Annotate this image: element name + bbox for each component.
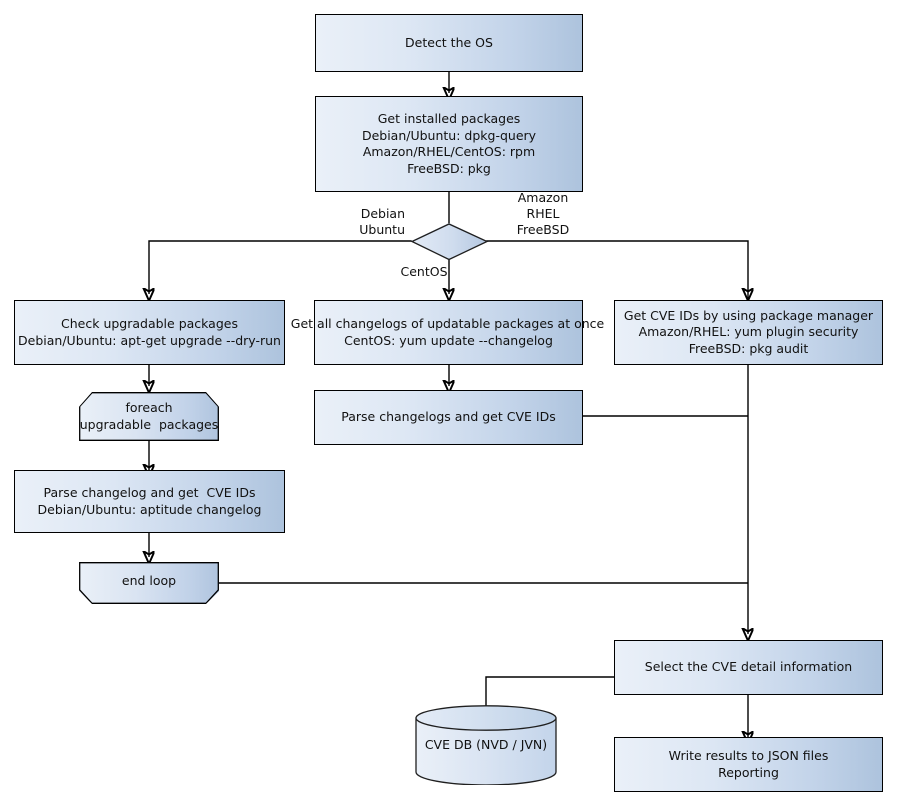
node-write-results-line2: Reporting [718,764,779,780]
node-get-all-changelogs-line2: CentOS: yum update --changelog [344,332,553,348]
node-get-cve-ids-pkgmgr-line1: Get CVE IDs by using package manager [623,307,874,323]
edge-db-to-select [485,676,614,706]
node-end-loop-label: end loop [121,573,177,589]
edge-label-amazon-rhel-freebsd: Amazon RHEL FreeBSD [516,190,570,237]
node-foreach-loop-start[interactable]: foreach upgradable packages [79,392,219,441]
node-foreach-loop-start-line1: foreach [125,400,173,415]
node-get-all-changelogs[interactable]: Get all changelogs of updatable packages… [291,300,604,365]
node-detect-os-label: Detect the OS [405,34,493,50]
node-parse-changelog-single[interactable]: Parse changelog and get CVE IDs Debian/U… [14,470,285,533]
node-end-loop[interactable]: end loop [79,562,219,604]
node-check-upgradable-line1: Check upgradable packages [61,316,238,331]
edge-label-debian-ubuntu: Debian Ubuntu [359,206,405,237]
node-cve-database[interactable]: CVE DB (NVD / JVN) [415,705,557,786]
node-get-installed-packages-line2: Debian/Ubuntu: dpkg-query [361,127,537,143]
node-write-results-line1: Write results to JSON files [668,748,829,763]
node-parse-changelog-single-line2: Debian/Ubuntu: aptitude changelog [37,501,262,517]
node-get-cve-ids-pkgmgr-line3: FreeBSD: pkg audit [688,340,809,356]
node-get-cve-ids-pkgmgr-line2: Amazon/RHEL: yum plugin security [638,324,859,340]
node-get-installed-packages[interactable]: Get installed packages Debian/Ubuntu: dp… [315,96,583,192]
node-parse-changelog-single-line1: Parse changelog and get CVE IDs [43,485,256,500]
node-select-cve-detail[interactable]: Select the CVE detail information [614,640,883,695]
node-parse-changelogs-bulk-label: Parse changelogs and get CVE IDs [341,409,556,425]
node-get-installed-packages-line1: Get installed packages [377,111,521,126]
node-parse-changelogs-bulk[interactable]: Parse changelogs and get CVE IDs [314,390,583,445]
node-get-cve-ids-pkgmgr[interactable]: Get CVE IDs by using package manager Ama… [614,300,883,365]
edge-decision-to-check-upgradable [149,240,412,294]
node-os-decision-border [411,223,489,261]
node-check-upgradable[interactable]: Check upgradable packages Debian/Ubuntu:… [14,300,285,365]
edge-decision-to-pkgmgr [486,240,748,294]
node-select-cve-detail-label: Select the CVE detail information [644,659,853,675]
node-foreach-loop-start-outline [79,392,219,441]
node-write-results[interactable]: Write results to JSON files Reporting [614,737,883,792]
node-foreach-loop-start-line2: upgradable packages [79,416,219,432]
node-end-loop-outline [79,562,219,604]
edge-label-centos: CentOS [400,264,448,279]
node-get-installed-packages-line3: Amazon/RHEL/CentOS: rpm [362,144,536,159]
node-check-upgradable-line2: Debian/Ubuntu: apt-get upgrade --dry-run [18,332,281,348]
node-get-all-changelogs-line1: Get all changelogs of updatable packages… [290,316,605,331]
node-cve-database-label: CVE DB (NVD / JVN) [424,737,548,752]
database-cylinder-icon [415,705,557,786]
node-detect-os[interactable]: Detect the OS [315,14,583,72]
node-get-installed-packages-line4: FreeBSD: pkg [407,160,491,176]
